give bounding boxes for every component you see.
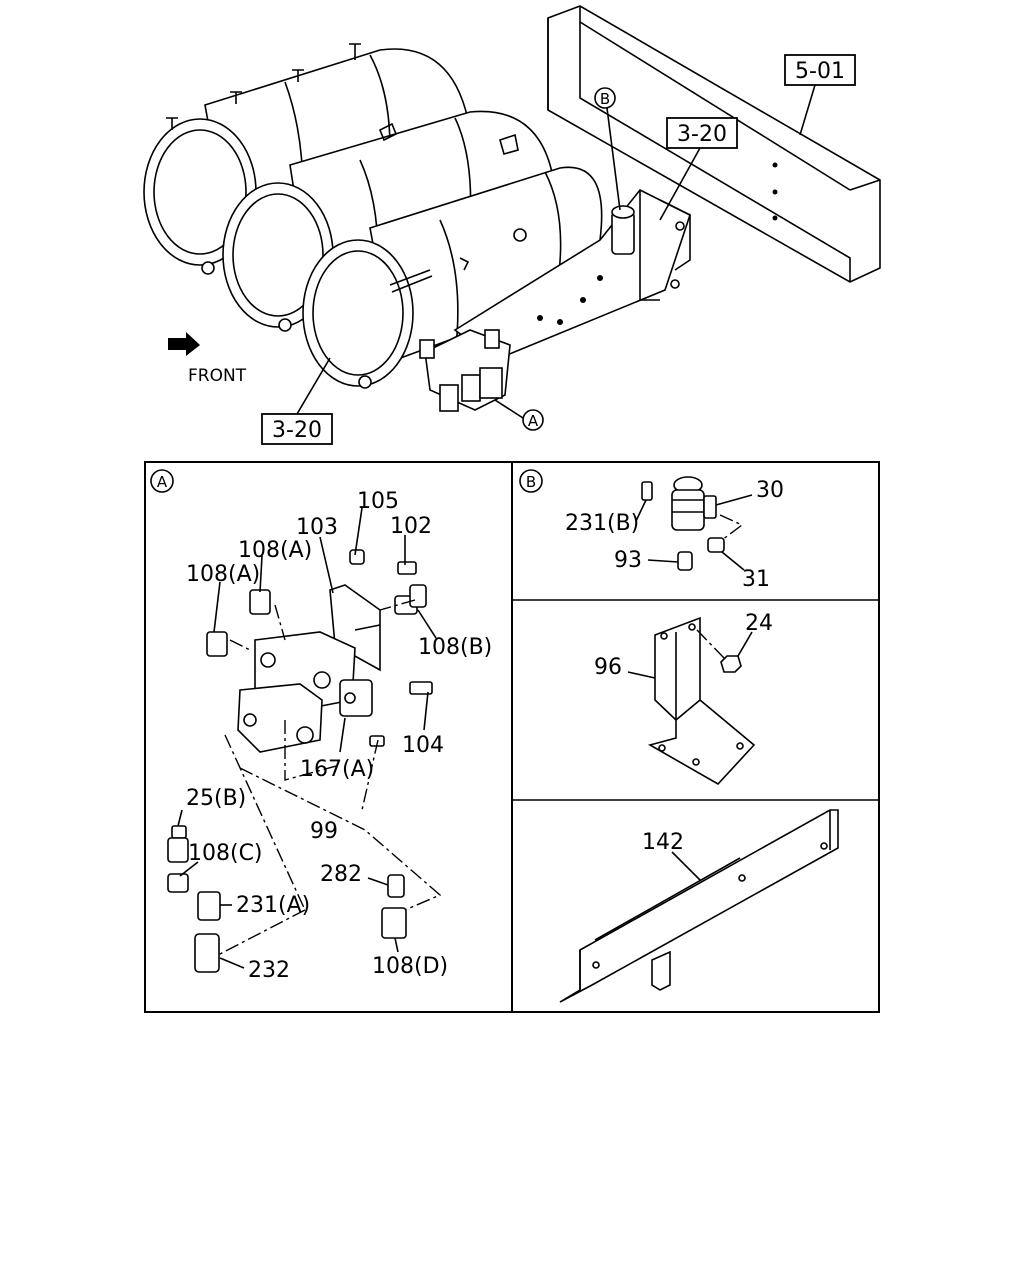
ref-box-bracket — [666, 117, 738, 149]
panel-bracket — [627, 616, 756, 786]
part-fittings-a — [167, 549, 433, 973]
panel-plate — [559, 809, 839, 1003]
part-96-bracket — [647, 616, 756, 786]
ref-box-tank — [261, 413, 333, 445]
part-142-plate — [559, 809, 839, 1003]
label-103: 103 — [296, 515, 338, 540]
label-31: 31 — [742, 567, 770, 592]
label-108-c: 108(C) — [188, 841, 263, 866]
part-valve-block — [237, 624, 381, 753]
part-93 — [677, 551, 693, 571]
label-102: 102 — [390, 514, 432, 539]
panel-b-marker-circle — [519, 469, 543, 493]
label-231-a: 231(A) — [236, 893, 310, 918]
label-25-b: 25(B) — [186, 786, 246, 811]
ref-tank-label: 3-20 — [272, 418, 322, 443]
overview-illustration: FRONT 5-01 3-20 3-20 B A — [143, 5, 881, 445]
label-93: 93 — [614, 548, 642, 573]
panel-b-marker: B — [526, 473, 536, 491]
callout-a-circle — [522, 409, 544, 431]
part-231-b — [641, 481, 653, 501]
part-30-valve — [671, 476, 717, 531]
ref-box-frame — [784, 54, 856, 86]
front-label: FRONT — [188, 366, 247, 386]
panel-a-marker-circle — [150, 469, 174, 493]
part-24-nut — [720, 655, 742, 673]
label-108-d: 108(D) — [372, 954, 448, 979]
label-30: 30 — [756, 478, 784, 503]
detail-frames — [144, 461, 880, 1013]
label-142: 142 — [642, 830, 684, 855]
label-99: 99 — [310, 819, 338, 844]
label-282: 282 — [320, 862, 362, 887]
panel-b: B — [519, 469, 753, 571]
callout-b-letter: B — [600, 90, 610, 108]
label-231-b: 231(B) — [565, 511, 639, 536]
part-31-bolt — [707, 537, 725, 553]
label-104: 104 — [402, 733, 444, 758]
panel-a-marker: A — [157, 473, 168, 491]
panel-a: A — [150, 469, 442, 973]
label-108-a-upper: 108(A) — [238, 538, 312, 563]
ref-bracket-label: 3-20 — [677, 122, 727, 147]
label-167-a: 167(A) — [300, 757, 374, 782]
label-24: 24 — [745, 611, 773, 636]
callout-b-circle — [594, 87, 616, 109]
air-tank-front — [302, 166, 603, 389]
valve-assembly-a — [419, 329, 511, 412]
label-108-b: 108(B) — [418, 635, 492, 660]
label-232: 232 — [248, 958, 290, 983]
ref-frame-label: 5-01 — [795, 59, 845, 84]
callout-a-letter: A — [528, 412, 539, 430]
label-105: 105 — [357, 489, 399, 514]
label-96: 96 — [594, 655, 622, 680]
label-108-a-lower: 108(A) — [186, 562, 260, 587]
valve-b-small — [611, 205, 635, 255]
front-arrow — [168, 332, 200, 356]
